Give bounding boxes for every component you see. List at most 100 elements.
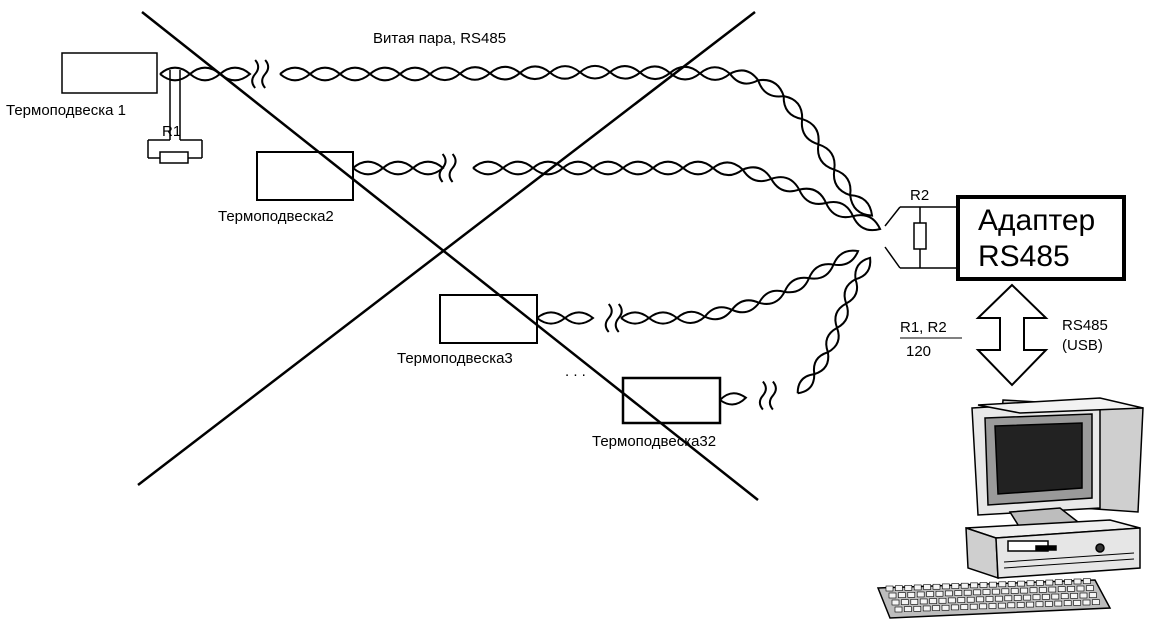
keyboard-key [1026, 580, 1035, 587]
twist-segment [472, 160, 505, 176]
keyboard-key [1089, 592, 1097, 598]
keyboard-key [1039, 587, 1047, 593]
sensor-3-box [439, 294, 538, 344]
twist-segment [382, 160, 415, 176]
twist-segment [564, 311, 595, 325]
keyboard-key [989, 581, 997, 588]
twist-segment [639, 65, 672, 81]
keyboard-key [910, 598, 919, 605]
twist-segment [609, 65, 642, 80]
keyboard-key [1076, 585, 1085, 592]
keyboard-key [1029, 587, 1038, 594]
twist-segment [502, 160, 535, 176]
keyboard-key [1020, 587, 1028, 594]
twist-segment [622, 160, 655, 176]
twist-segment [704, 306, 734, 321]
keyboard-key [1057, 586, 1066, 593]
twist-segment [834, 302, 849, 329]
keyboard-key [913, 584, 922, 591]
twist-segment [536, 311, 567, 325]
keyboard-key [919, 598, 928, 605]
twist-segment [812, 350, 830, 376]
twist-segment [620, 311, 651, 325]
twist-segment [712, 161, 745, 177]
twist-segment [782, 95, 804, 121]
keyboard-key [969, 603, 978, 610]
sensor-1-label: Термоподвеска 1 [6, 102, 126, 119]
keyboard-key [1045, 601, 1053, 607]
keyboard-key [941, 604, 950, 611]
cable-break-mark [758, 380, 767, 411]
cable-break-mark [251, 59, 260, 89]
twist-segment [412, 160, 445, 176]
keyboard-key [895, 585, 903, 591]
keyboard-key [1016, 602, 1025, 608]
keyboard-key [1032, 594, 1041, 601]
twist-segment [832, 168, 852, 197]
r1-label: R1 [162, 123, 181, 140]
twist-segment [682, 160, 715, 176]
keyboard-key [979, 582, 988, 588]
cable-break-mark [448, 153, 457, 183]
twist-segment [429, 66, 462, 82]
keyboard-key [979, 603, 987, 610]
twist-segment [369, 66, 402, 82]
sensor-3-label: Термоподвеска3 [397, 350, 513, 367]
twist-segment [852, 214, 882, 232]
keyboard-key [973, 589, 981, 596]
keyboard-key [954, 590, 963, 596]
keyboard-key [1010, 588, 1019, 594]
keyboard-key [1079, 592, 1088, 599]
keyboard-key [960, 582, 969, 589]
double-arrow-icon [975, 283, 1049, 387]
twist-segment [592, 160, 625, 176]
keyboard-key [1083, 578, 1091, 584]
twist-segment [719, 392, 748, 406]
keyboard-key [1048, 586, 1057, 593]
sensor-1-box [61, 52, 158, 94]
rs485-adapter: Адаптер RS485 [956, 195, 1126, 281]
keyboard-key [1064, 579, 1072, 585]
keyboard-key [932, 583, 941, 590]
keyboard-key [901, 599, 909, 605]
keyboard-key [942, 583, 950, 590]
r2-label: R2 [910, 187, 929, 204]
twist-segment [796, 372, 816, 395]
keyboard-key [945, 590, 953, 597]
keyboard-key [998, 602, 1006, 609]
twist-segment [849, 194, 874, 217]
sensor-32-box [621, 376, 722, 425]
twist-segment [519, 65, 552, 81]
twist-segment [770, 176, 801, 193]
twist-segment [757, 78, 786, 98]
sensor-2-box [256, 151, 354, 201]
keyboard-key [913, 605, 922, 612]
adapter-title: Адаптер [978, 204, 1095, 237]
keyboard-key [985, 596, 994, 602]
twist-segment [219, 66, 252, 82]
keyboard-key [1007, 581, 1016, 587]
keyboard-key [992, 588, 1000, 595]
resistor-icon-2 [913, 222, 927, 250]
keyboard-key [957, 597, 966, 603]
keyboard-key [935, 590, 944, 597]
keyboard-key [898, 592, 906, 598]
twist-segment [399, 66, 432, 82]
keyboard-key [1007, 602, 1016, 609]
keyboard-key [963, 589, 972, 596]
sensor-2-label: Термоподвеска2 [218, 208, 334, 225]
keyboard-key [1060, 593, 1069, 600]
twist-segment [825, 326, 840, 354]
keyboard-key [1026, 601, 1034, 608]
twist-segment [816, 143, 836, 172]
keyboard-key [970, 582, 978, 589]
keyboard-key [916, 591, 925, 598]
twisted-pair-cables [159, 59, 882, 411]
keyboard-key [988, 603, 997, 609]
keyboard-key [951, 583, 960, 589]
keyboard-key [1082, 599, 1091, 606]
twist-segment [352, 160, 385, 176]
keyboard-key [922, 605, 931, 612]
cable-break-mark [604, 303, 613, 333]
